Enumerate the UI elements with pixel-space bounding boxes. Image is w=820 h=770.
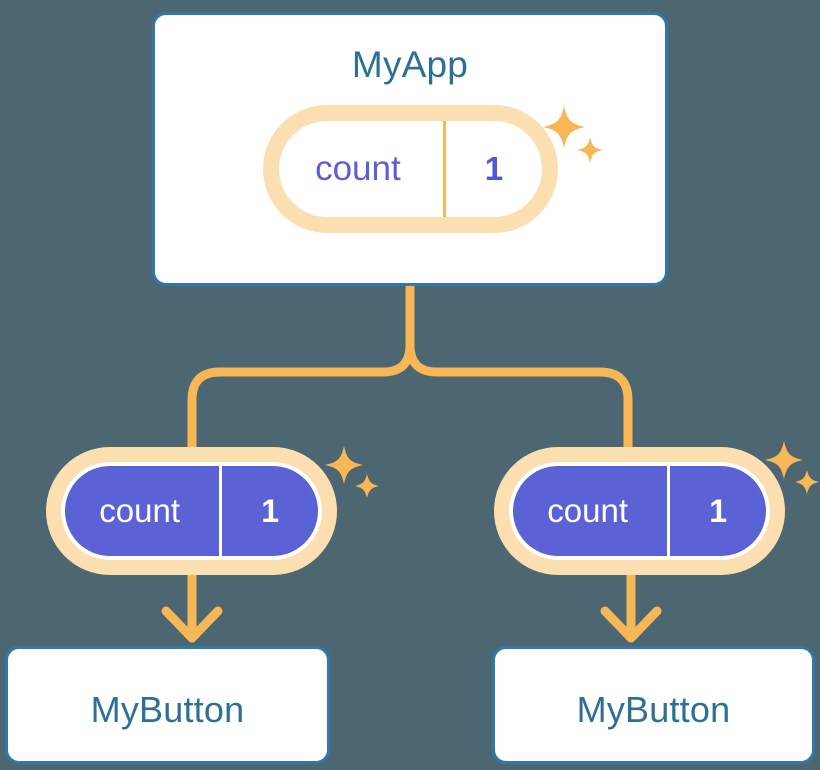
connector-left-branch bbox=[187, 281, 415, 461]
arrow-head-right bbox=[600, 606, 662, 643]
sparkle-small-icon bbox=[795, 470, 819, 494]
component-card-mybutton-left[interactable]: MyButton bbox=[5, 646, 330, 764]
state-pill-body: count 1 bbox=[65, 466, 318, 556]
sparkle-large-icon bbox=[325, 446, 363, 484]
state-pill-inner: count 1 bbox=[61, 462, 322, 560]
component-title-mybutton: MyButton bbox=[576, 689, 731, 730]
connector-right-branch bbox=[405, 281, 633, 461]
state-key-label: count bbox=[99, 492, 180, 529]
state-pill-myapp[interactable]: count 1 bbox=[263, 105, 558, 233]
state-key-label: count bbox=[547, 492, 628, 529]
state-pill-inner: count 1 bbox=[509, 462, 770, 560]
state-pill-inner: count 1 bbox=[279, 121, 542, 217]
state-value-label: 1 bbox=[442, 121, 542, 217]
state-value-label: 1 bbox=[219, 466, 318, 556]
arrow-head-left bbox=[161, 606, 223, 643]
state-value-label: 1 bbox=[667, 466, 766, 556]
state-pill-body: count 1 bbox=[513, 466, 766, 556]
sparkle-small-icon bbox=[355, 474, 379, 498]
component-card-mybutton-right[interactable]: MyButton bbox=[492, 646, 815, 764]
state-key-label: count bbox=[315, 149, 401, 188]
state-pill-mybutton-right[interactable]: count 1 bbox=[494, 447, 785, 575]
component-title-mybutton: MyButton bbox=[90, 689, 245, 730]
state-pill-mybutton-left[interactable]: count 1 bbox=[46, 447, 337, 575]
component-title-myapp: MyApp bbox=[351, 44, 469, 85]
